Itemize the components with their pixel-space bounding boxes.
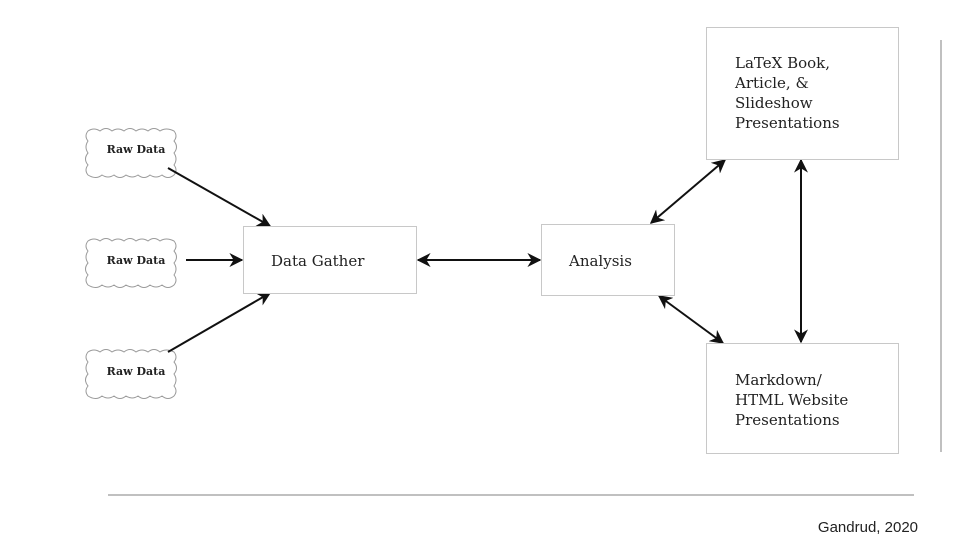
arrow-analysis-markdown [657, 295, 725, 344]
latex-box: LaTeX Book, Article, & Slideshow Present… [706, 27, 899, 160]
raw-data-label-2: Raw Data [106, 254, 166, 267]
arrow-raw1-to-gather [167, 167, 272, 227]
raw-data-label-1: Raw Data [106, 143, 166, 156]
arrow-analysis-latex [649, 159, 727, 224]
raw-data-shape-1 [85, 128, 177, 178]
raw-data-label-3: Raw Data [106, 365, 166, 378]
markdown-label: Markdown/ HTML Website Presentations [735, 371, 849, 429]
markdown-box: Markdown/ HTML Website Presentations [706, 343, 899, 454]
data-gather-label: Data Gather [271, 252, 365, 270]
analysis-label: Analysis [569, 252, 632, 270]
latex-label: LaTeX Book, Article, & Slideshow Present… [735, 54, 840, 132]
citation: Gandrud, 2020 [817, 519, 918, 536]
raw-data-shape-3 [85, 349, 177, 399]
arrow-raw3-to-gather [167, 292, 272, 353]
analysis-box: Analysis [541, 224, 675, 296]
data-gather-box: Data Gather [243, 226, 417, 294]
raw-data-shape-2 [85, 238, 177, 288]
